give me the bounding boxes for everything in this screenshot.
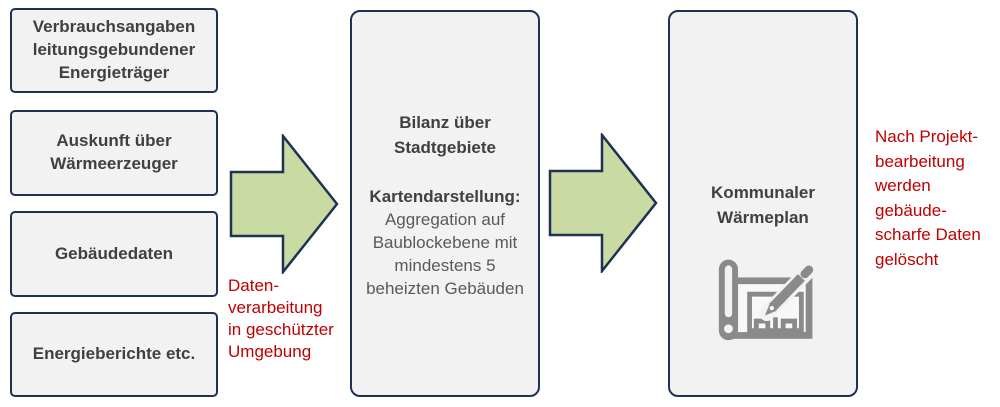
output-box-title: Kommunaler Wärmeplan [711, 183, 815, 227]
output-box: Kommunaler Wärmeplan [668, 10, 858, 397]
input-box-energieberichte: Energieberichte etc. [10, 312, 218, 397]
input-box-label: Auskunft über Wärmeerzeuger [50, 131, 178, 173]
flow-arrow-2 [548, 133, 658, 273]
process-box-body: Aggregation auf Baublockebene mit mindes… [366, 210, 524, 298]
caption-deletion: Nach Projekt- bearbeitung werden gebäude… [875, 127, 981, 269]
blueprint-pencil-icon [718, 259, 814, 341]
process-box-title: Bilanz über Stadtgebiete [393, 113, 497, 157]
process-box-subtitle: Kartendarstellung: [369, 187, 521, 206]
input-box-label: Verbrauchsangaben leitungsgebundener Ene… [32, 17, 196, 82]
input-box-verbrauchsangaben: Verbrauchsangaben leitungsgebundener Ene… [10, 8, 218, 93]
input-box-auskunft-waermeerzeuger: Auskunft über Wärmeerzeuger [10, 110, 218, 196]
flow-arrow-1 [229, 134, 339, 274]
input-box-label: Gebäudedaten [54, 243, 174, 263]
caption-processing: Daten- verarbeitung in geschützter Umgeb… [228, 276, 334, 361]
input-box-gebaeudedaten: Gebäudedaten [10, 211, 218, 297]
input-box-label: Energieberichte etc. [32, 344, 196, 364]
process-box: Bilanz über Stadtgebiete Kartendarstellu… [350, 10, 540, 397]
